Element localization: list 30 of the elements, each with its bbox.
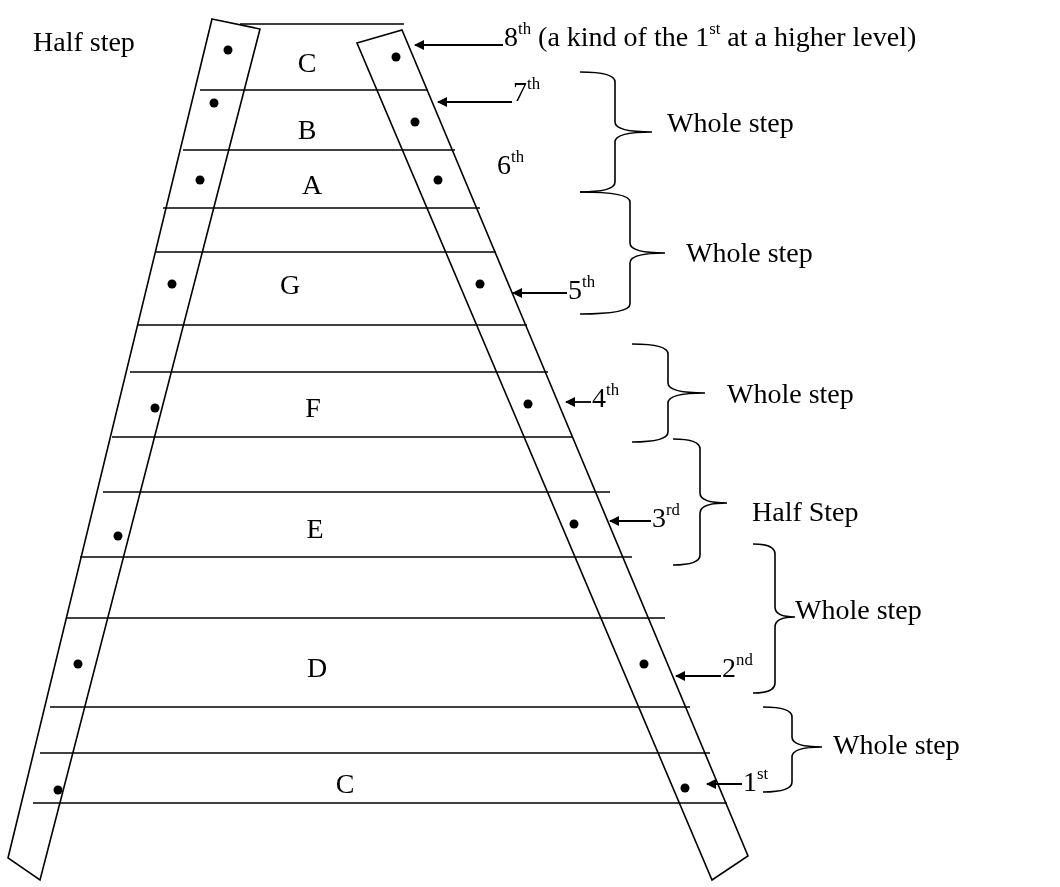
interval-label: Whole step: [727, 378, 854, 410]
note-label: F: [305, 392, 321, 424]
note-label: B: [297, 114, 317, 146]
note-label: D: [306, 652, 328, 684]
degree-label: 4$^{th}$: [592, 382, 620, 414]
note-label: C: [297, 47, 317, 79]
arrow: [414, 40, 504, 50]
arrow: [706, 779, 743, 789]
interval-label: Whole step: [795, 594, 922, 626]
arrow: [675, 671, 722, 681]
note-label: E: [306, 513, 324, 545]
interval-label: Whole step: [667, 107, 794, 139]
degree-label: 6$^{th}$: [497, 149, 525, 181]
arrow: [565, 397, 592, 407]
degree-label: 8$^{th}$ (a kind of the 1$^{st}$ at a higher level): [504, 21, 917, 53]
degree-label: 3$^{rd}$: [652, 502, 680, 534]
interval-label: Whole step: [686, 237, 813, 269]
degree-label: 5$^{th}$: [568, 274, 596, 306]
arrow: [609, 516, 652, 526]
note-label: G: [279, 269, 301, 301]
arrow: [512, 288, 568, 298]
degree-label: 7$^{th}$: [513, 76, 541, 108]
interval-label: Half step: [33, 26, 135, 58]
interval-label: Whole step: [833, 729, 960, 761]
note-label: A: [301, 169, 323, 201]
arrow: [437, 97, 513, 107]
degree-label: 2$^{nd}$: [722, 652, 753, 684]
interval-label: Half Step: [752, 496, 859, 528]
degree-label: 1$^{st}$: [743, 766, 769, 798]
note-label: C: [335, 768, 355, 800]
